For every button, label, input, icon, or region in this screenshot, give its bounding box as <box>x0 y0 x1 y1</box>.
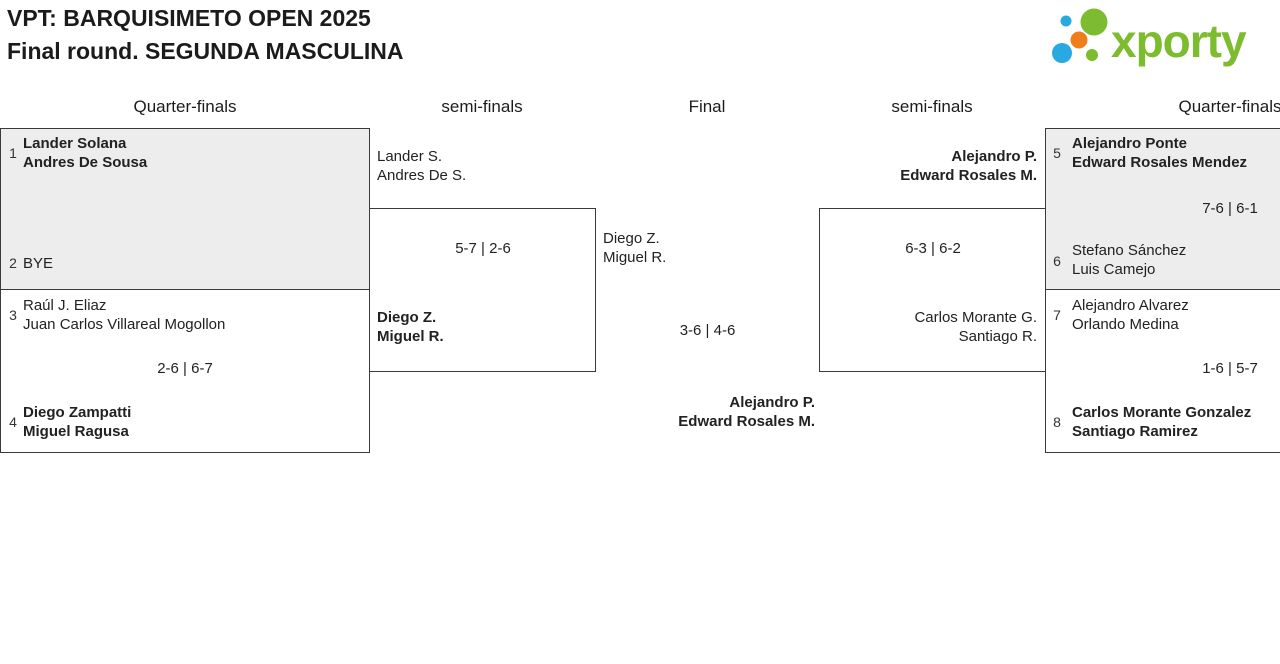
participant-names: Carlos Morante G. Santiago R. <box>820 308 1037 346</box>
match-score: 1-6 | 5-7 <box>1202 360 1258 377</box>
player-name: Carlos Morante Gonzalez <box>1072 404 1252 421</box>
participant-names: Carlos Morante Gonzalez Santiago Ramirez <box>1072 403 1251 441</box>
player-name: Diego Z. <box>603 230 660 247</box>
round-header-quarter-finals-right: Quarter-finals <box>1178 97 1280 116</box>
participant-names: Diego Z. Miguel R. <box>603 229 666 267</box>
round-header-quarter-finals-left: Quarter-finals <box>133 97 237 116</box>
player-name: Alejandro P. <box>951 148 1037 165</box>
player-name: Edward Rosales M. <box>900 167 1037 184</box>
match-score: 7-6 | 6-1 <box>1202 200 1258 217</box>
participant-names: BYE <box>23 254 53 273</box>
participant-names: Diego Zampatti Miguel Ragusa <box>23 403 131 441</box>
match-box-qf-left-1 <box>0 128 370 290</box>
player-name: Miguel R. <box>377 328 444 345</box>
match-score: 5-7 | 2-6 <box>455 240 511 257</box>
player-name: Luis Camejo <box>1072 261 1156 278</box>
player-name: Lander S. <box>377 148 443 165</box>
player-name: Stefano Sánchez <box>1072 242 1187 259</box>
logo-dot-green-small <box>1086 49 1098 61</box>
player-name: Orlando Medina <box>1072 316 1179 333</box>
player-name: Santiago Ramirez <box>1072 423 1198 440</box>
player-name: Diego Zampatti <box>23 404 132 421</box>
seed-number: 3 <box>9 307 17 323</box>
player-name: Andres De S. <box>377 167 467 184</box>
seed-number: 8 <box>1053 414 1061 430</box>
participant-names: Lander S. Andres De S. <box>377 147 466 185</box>
match-score: 3-6 | 4-6 <box>679 322 736 339</box>
match-score: 2-6 | 6-7 <box>157 360 213 377</box>
match-box-qf-right-1 <box>1045 128 1280 290</box>
player-name: Alejandro Ponte <box>1072 135 1188 152</box>
match-box-sf-left <box>369 208 596 372</box>
participant-names: Diego Z. Miguel R. <box>377 308 444 346</box>
match-score: 6-3 | 6-2 <box>905 240 961 257</box>
participant-names: Alejandro Ponte Edward Rosales Mendez <box>1072 134 1247 172</box>
logo-wordmark: xporty <box>1111 15 1247 67</box>
seed-number: 4 <box>9 414 17 430</box>
match-box-qf-right-2 <box>1045 289 1280 453</box>
seed-number: 7 <box>1053 307 1061 323</box>
player-name: Miguel R. <box>603 249 667 266</box>
round-header-final: Final <box>688 97 726 116</box>
xporty-logo: xporty <box>1052 8 1248 67</box>
player-name: Andres De Sousa <box>23 154 148 171</box>
player-name: Lander Solana <box>23 135 127 152</box>
seed-number: 5 <box>1053 145 1061 161</box>
logo-dot-blue-large <box>1052 43 1072 63</box>
participant-names: Lander Solana Andres De Sousa <box>23 134 147 172</box>
player-name: Carlos Morante G. <box>914 309 1037 326</box>
round-header-semi-finals-right: semi-finals <box>891 97 973 116</box>
participant-names: Alejandro Alvarez Orlando Medina <box>1072 296 1189 334</box>
logo-dot-blue-small <box>1060 15 1072 27</box>
logo-dot-green-large <box>1080 8 1108 36</box>
participant-names: Stefano Sánchez Luis Camejo <box>1072 241 1186 279</box>
player-name: Edward Rosales Mendez <box>1072 154 1248 171</box>
participant-names: Alejandro P. Edward Rosales M. <box>595 393 815 431</box>
match-box-sf-right <box>819 208 1046 372</box>
seed-number: 6 <box>1053 253 1061 269</box>
player-name: BYE <box>23 255 54 272</box>
tournament-title: VPT: BARQUISIMETO OPEN 2025 <box>7 5 371 31</box>
player-name: Diego Z. <box>377 309 437 326</box>
participant-names: Raúl J. Eliaz Juan Carlos Villareal Mogo… <box>23 296 225 334</box>
player-name: Raúl J. Eliaz <box>23 297 107 314</box>
round-header-semi-finals-left: semi-finals <box>441 97 523 116</box>
player-name: Alejandro P. <box>729 394 815 411</box>
player-name: Edward Rosales M. <box>678 413 815 430</box>
player-name: Santiago R. <box>958 328 1037 345</box>
round-subtitle: Final round. SEGUNDA MASCULINA <box>7 38 404 64</box>
logo-dot-orange <box>1070 31 1088 49</box>
participant-names: Alejandro P. Edward Rosales M. <box>820 147 1037 185</box>
player-name: Juan Carlos Villareal Mogollon <box>23 316 226 333</box>
seed-number: 1 <box>9 145 17 161</box>
seed-number: 2 <box>9 255 17 271</box>
player-name: Alejandro Alvarez <box>1072 297 1189 314</box>
player-name: Miguel Ragusa <box>23 423 129 440</box>
